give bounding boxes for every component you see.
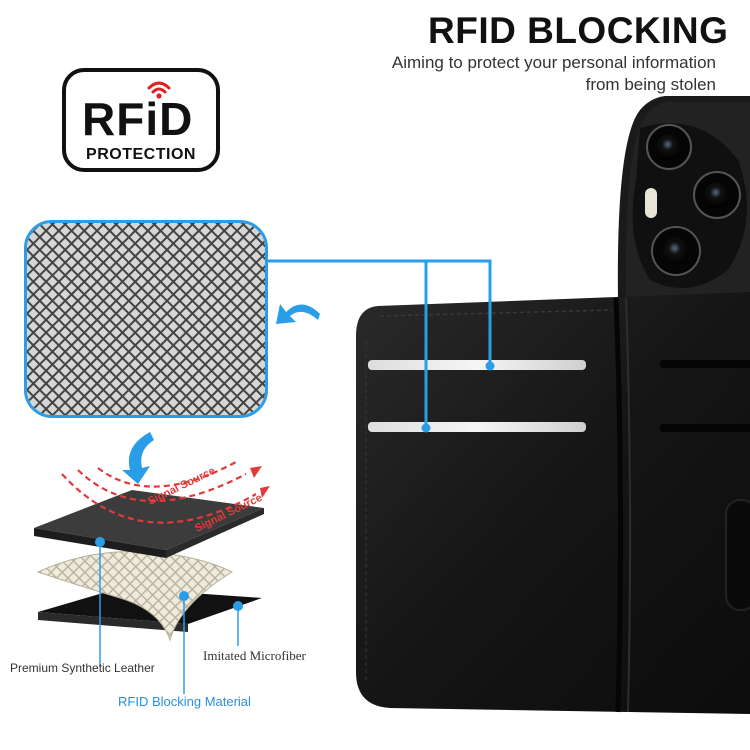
page-title: RFID BLOCKING <box>428 10 729 51</box>
badge-sub-text: PROTECTION <box>86 146 196 163</box>
rfid-protection-badge: RFiD PROTECTION <box>62 68 220 172</box>
label-premium-leather: Premium Synthetic Leather <box>10 661 155 675</box>
wireless-signal-icon <box>147 81 171 99</box>
signal-arrows <box>61 461 257 524</box>
card-slot-top <box>368 360 586 370</box>
curved-arrow-left-icon <box>276 304 320 324</box>
rfid-mesh-swatch <box>24 220 268 418</box>
curved-arrow-down-icon <box>122 432 154 484</box>
card-slot-bottom <box>368 422 586 432</box>
badge-main-text: RFiD <box>82 93 194 145</box>
subtitle-line-2: from being stolen <box>585 75 716 94</box>
layer-pointers <box>95 537 243 694</box>
subtitle-line-1: Aiming to protect your personal informat… <box>391 53 716 72</box>
connector-lines <box>268 259 492 428</box>
mesh-texture <box>27 223 265 415</box>
wallet-case <box>356 292 750 714</box>
label-rfid-material: RFID Blocking Material <box>118 694 251 709</box>
layer-stack <box>34 490 264 642</box>
label-microfiber: Imitated Microfiber <box>203 648 306 663</box>
